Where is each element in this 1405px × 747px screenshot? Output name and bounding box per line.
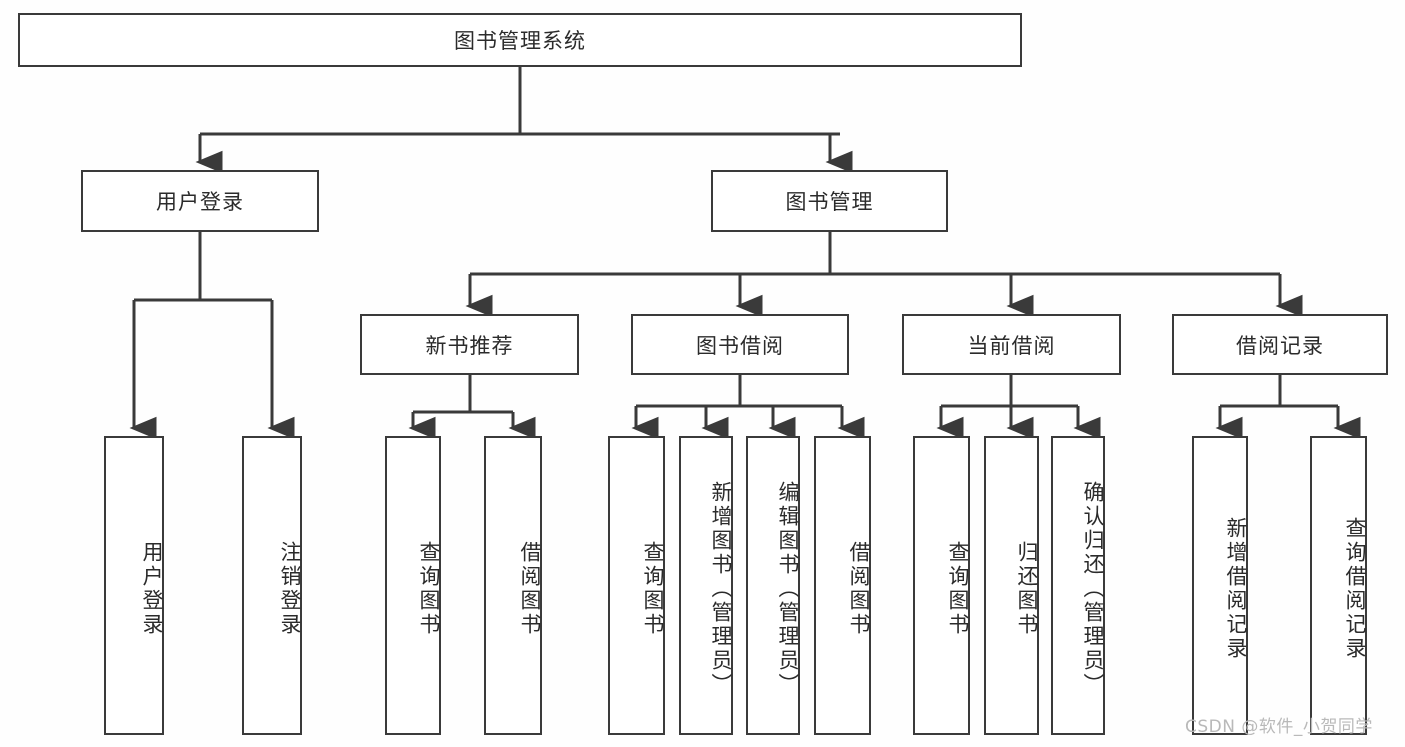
node-root[interactable]: 图书管理系统: [18, 13, 1022, 67]
leaf-logout-label: 注销登录: [278, 540, 302, 637]
node-book-borrow[interactable]: 图书借阅: [631, 314, 849, 375]
node-book-borrow-label: 图书借阅: [696, 333, 784, 358]
leaf-query-book-recommend[interactable]: 查询图书: [385, 436, 441, 735]
csdn-watermark: CSDN @软件_小贺同学: [1185, 717, 1373, 737]
node-new-book-recommend-label: 新书推荐: [425, 333, 514, 358]
node-book-management-label: 图书管理: [785, 190, 874, 214]
leaf-user-login-label: 用户登录: [140, 540, 164, 637]
leaf-borrow-book-recommend[interactable]: 借阅图书: [484, 436, 542, 735]
leaf-edit-book-admin-label: 编辑图书（管理员）: [776, 480, 800, 697]
leaf-add-book-admin-label: 新增图书（管理员）: [709, 480, 733, 697]
leaf-return-book[interactable]: 归还图书: [984, 436, 1039, 735]
leaf-query-book-current[interactable]: 查询图书: [913, 436, 970, 735]
leaf-confirm-return-admin-label: 确认归还（管理员）: [1081, 480, 1105, 697]
leaf-confirm-return-admin[interactable]: 确认归还（管理员）: [1051, 436, 1105, 735]
leaf-query-borrow-record[interactable]: 查询借阅记录: [1310, 436, 1367, 735]
leaf-query-book-borrow[interactable]: 查询图书: [608, 436, 665, 735]
leaf-borrow-book-label: 借阅图书: [847, 540, 871, 637]
node-book-management[interactable]: 图书管理: [711, 170, 948, 232]
leaf-borrow-book-recommend-label: 借阅图书: [518, 540, 542, 637]
leaf-edit-book-admin[interactable]: 编辑图书（管理员）: [746, 436, 800, 735]
node-user-login-label: 用户登录: [156, 190, 244, 214]
node-borrow-record-label: 借阅记录: [1236, 333, 1324, 358]
leaf-query-book-current-label: 查询图书: [946, 540, 970, 637]
leaf-add-borrow-record[interactable]: 新增借阅记录: [1192, 436, 1248, 735]
leaf-borrow-book[interactable]: 借阅图书: [814, 436, 871, 735]
leaf-add-borrow-record-label: 新增借阅记录: [1224, 516, 1248, 661]
leaf-query-book-recommend-label: 查询图书: [417, 540, 441, 637]
leaf-user-login[interactable]: 用户登录: [104, 436, 164, 735]
leaf-return-book-label: 归还图书: [1015, 540, 1039, 637]
leaf-logout[interactable]: 注销登录: [242, 436, 302, 735]
node-borrow-record[interactable]: 借阅记录: [1172, 314, 1388, 375]
leaf-query-book-borrow-label: 查询图书: [641, 540, 665, 637]
leaf-add-book-admin[interactable]: 新增图书（管理员）: [679, 436, 733, 735]
node-user-login[interactable]: 用户登录: [81, 170, 319, 232]
node-new-book-recommend[interactable]: 新书推荐: [360, 314, 579, 375]
node-root-label: 图书管理系统: [454, 29, 586, 53]
node-current-borrow[interactable]: 当前借阅: [902, 314, 1121, 375]
node-current-borrow-label: 当前借阅: [967, 333, 1056, 358]
leaf-query-borrow-record-label: 查询借阅记录: [1343, 516, 1367, 661]
